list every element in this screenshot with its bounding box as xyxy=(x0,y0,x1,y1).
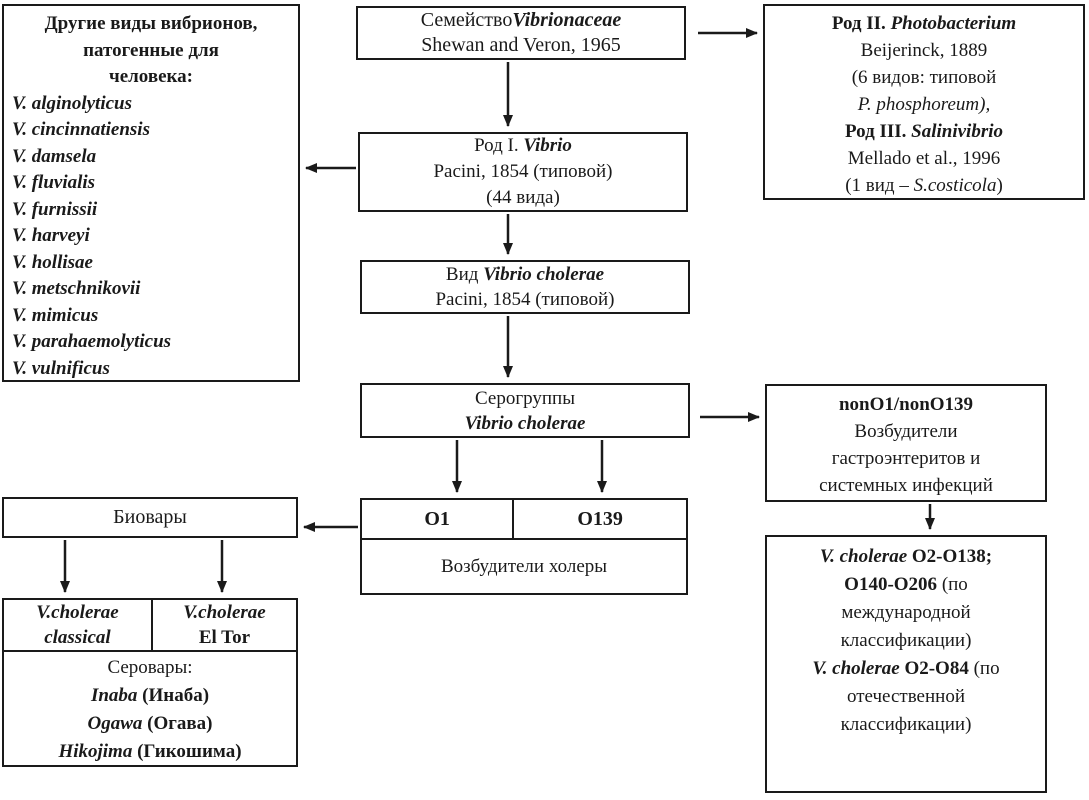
genus3-note: (1 вид – S.costicola) xyxy=(765,172,1083,199)
intl-species-name: V. cholerae xyxy=(819,546,908,567)
species-item: V. alginolyticus xyxy=(12,92,133,114)
genus2-note: (6 видов: типовой xyxy=(851,67,997,88)
non-o1-title: nonO1/nonO139 xyxy=(838,394,974,415)
species-cholerae-box: Вид Vibrio cholerae Pacini, 1854 (типово… xyxy=(360,260,690,314)
species-item: V. hollisae xyxy=(12,251,93,273)
serovar-cyrillic: (Гикошима) xyxy=(137,741,242,762)
genus3-name: Salinivibrio xyxy=(911,121,1003,142)
family-name: Vibrionaceae xyxy=(512,9,622,31)
non-o1-line: системных инфекций xyxy=(819,475,993,496)
o1-o139-box: O1 O139 Возбудители холеры xyxy=(360,498,688,595)
serovars-title: Серовары: xyxy=(107,657,193,678)
species-authority: Pacini, 1854 (типовой) xyxy=(435,289,615,310)
intl-line: V. cholerae O2-O84 (по xyxy=(767,655,1045,683)
biovar-classical-sub: classical xyxy=(44,627,111,648)
intl-line: классификации) xyxy=(840,630,972,651)
serovar-item: Ogawa (Огава) xyxy=(4,710,296,738)
genus1-rank: Род I. xyxy=(474,135,519,156)
serovar-item: Hikojima (Гикошима) xyxy=(4,738,296,766)
species-item: V. mimicus xyxy=(12,304,99,326)
serogroups-box: Серогруппы Vibrio cholerae xyxy=(360,383,690,438)
genus2-authority: Beijerinck, 1889 xyxy=(860,40,988,61)
serogroups-species-name: Vibrio cholerae xyxy=(464,412,586,434)
genus3-rank: Род III. xyxy=(845,121,907,142)
genus3-note-prefix: (1 вид – xyxy=(845,175,914,196)
serovars-section: Серовары: Inaba (Инаба) Ogawa (Огава) Hi… xyxy=(4,652,296,766)
serovar-cyrillic: (Инаба) xyxy=(142,685,210,706)
other-vibrios-title-line: человека: xyxy=(108,66,193,87)
cholera-agents-caption: Возбудители холеры xyxy=(440,555,608,577)
species-rank: Вид xyxy=(445,264,479,285)
classification-box: V. cholerae O2-O138; O140-O206 (по между… xyxy=(765,535,1047,793)
genus1-title: Род I. Vibrio xyxy=(360,133,686,159)
biovar-row: V.cholerae classical V.cholerae El Tor xyxy=(4,600,296,652)
genus3-note-suffix: ) xyxy=(996,175,1003,196)
genus2-name: Photobacterium xyxy=(890,13,1017,34)
family-box: СемействоVibrionaceae Shewan and Veron, … xyxy=(356,6,686,60)
family-rank: Семейство xyxy=(420,9,513,31)
other-vibrios-title-line: патогенные для xyxy=(83,39,219,61)
intl-paren: (по xyxy=(973,658,1000,679)
family-authority: Shewan and Veron, 1965 xyxy=(421,34,621,56)
genus3-type-species: S.costicola xyxy=(913,175,997,196)
intl-line: отечественной xyxy=(846,686,965,707)
intl-range: O2-O84 xyxy=(904,658,969,679)
genus1-name: Vibrio xyxy=(523,135,572,156)
genus3-title: Род III. Salinivibrio xyxy=(765,118,1083,145)
intl-line: V. cholerae O2-O138; xyxy=(767,543,1045,571)
species-item: V. fluvialis xyxy=(12,172,96,193)
genus2-rank: Род II. xyxy=(831,13,886,34)
serogroup-o139-cell: O139 xyxy=(577,507,623,530)
intl-line: классификации) xyxy=(840,714,972,735)
family-title: СемействоVibrionaceae xyxy=(358,8,684,33)
species-item: V. parahaemolyticus xyxy=(12,331,172,352)
serovar-item: Inaba (Инаба) xyxy=(4,682,296,710)
non-o1-line: гастроэнтеритов и xyxy=(831,448,981,469)
genus1-count: (44 вида) xyxy=(486,187,560,208)
species-item: V. furnissii xyxy=(12,198,98,220)
genus2-title: Род II. Photobacterium xyxy=(765,10,1083,37)
genus1-authority: Pacini, 1854 (типовой) xyxy=(433,161,613,182)
genus3-authority: Mellado et al., 1996 xyxy=(847,148,1001,169)
genus2-type-species: P. phosphoreum), xyxy=(857,94,991,115)
other-vibrios-box: Другие виды вибрионов, патогенные для че… xyxy=(2,4,300,382)
genus2-3-box: Род II. Photobacterium Beijerinck, 1889 … xyxy=(763,4,1085,200)
intl-range2: O140-O206 xyxy=(844,574,938,595)
biovar-eltor-sub: El Tor xyxy=(198,627,251,648)
biovar-classical-name: V.cholerae xyxy=(36,602,119,623)
genus1-box: Род I. Vibrio Pacini, 1854 (типовой) (44… xyxy=(358,132,688,212)
serovar-latin: Hikojima xyxy=(58,741,133,762)
serovar-latin: Inaba xyxy=(90,685,138,706)
serogroups-label: Серогруппы xyxy=(475,387,575,409)
other-vibrios-title-line: Другие виды вибрионов, xyxy=(44,13,258,34)
serogroup-o1-cell: O1 xyxy=(362,500,515,538)
non-o1-line: Возбудители xyxy=(854,421,958,442)
intl-paren: (по xyxy=(941,574,968,595)
species-item: V. harveyi xyxy=(12,225,90,246)
serovar-cyrillic: (Огава) xyxy=(147,713,213,734)
intl-range: O2-O138; xyxy=(911,546,993,567)
serovar-latin: Ogawa xyxy=(87,713,143,734)
species-name: Vibrio cholerae xyxy=(483,264,605,285)
intl-line: O140-O206 (по xyxy=(767,571,1045,599)
species-item: V. cincinnatiensis xyxy=(12,119,150,140)
biovar-classical-cell: V.cholerae classical xyxy=(4,600,153,650)
serogroup-row: O1 O139 xyxy=(362,500,686,540)
species-title: Вид Vibrio cholerae xyxy=(362,262,688,287)
biovar-eltor-cell: V.cholerae El Tor xyxy=(153,600,296,650)
biovars-box: Биовары xyxy=(2,497,298,538)
intl-species-name: V. cholerae xyxy=(812,658,900,679)
species-item: V. metschnikovii xyxy=(12,278,141,299)
biovar-serovar-box: V.cholerae classical V.cholerae El Tor С… xyxy=(2,598,298,767)
non-o1-box: nonO1/nonO139 Возбудители гастроэнтерито… xyxy=(765,384,1047,502)
intl-line: международной xyxy=(841,602,971,623)
species-item: V. damsela xyxy=(12,145,97,167)
biovar-eltor-name: V.cholerae xyxy=(183,602,266,623)
species-item: V. vulnificus xyxy=(12,357,110,379)
